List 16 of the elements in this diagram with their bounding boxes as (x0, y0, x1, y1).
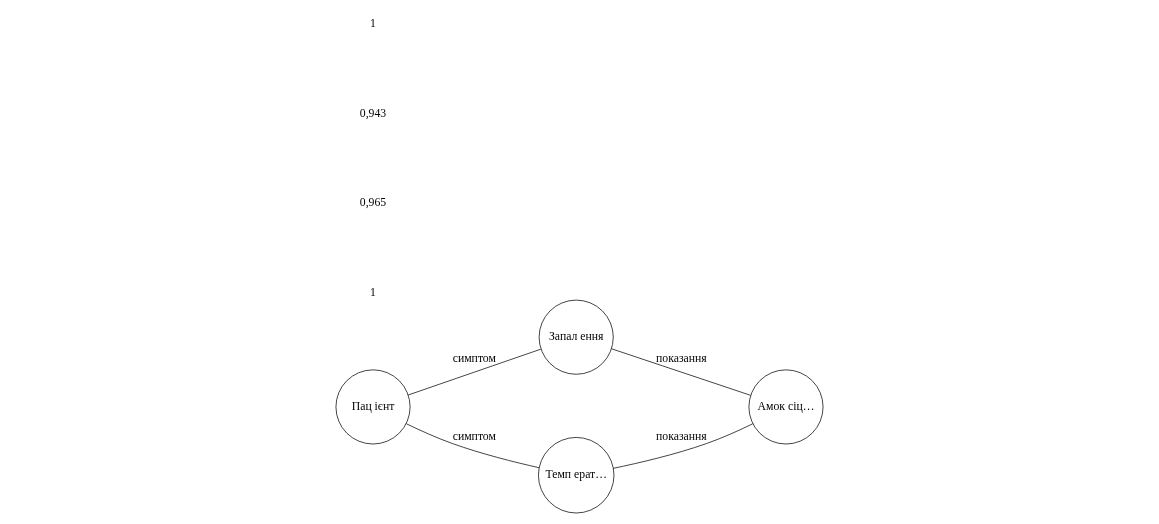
connector (407, 348, 542, 396)
label: 1 (370, 285, 376, 299)
edge-label: показання (656, 351, 707, 365)
node-circle: Запал ення (538, 299, 614, 375)
edge-label: симптом (452, 429, 496, 443)
edge-label: показання (656, 429, 707, 443)
node-circle: Пац ієнт (335, 369, 411, 445)
node-circle: Темп ерат… (538, 437, 615, 514)
connector (611, 348, 751, 396)
node-circle: Амок сіц… (748, 369, 824, 445)
connector (612, 423, 754, 469)
label: 0,943 (359, 106, 387, 120)
label: 0,965 (359, 196, 387, 210)
connector (405, 423, 540, 469)
label: 1 (370, 17, 376, 31)
edge-label: симптом (452, 351, 496, 365)
